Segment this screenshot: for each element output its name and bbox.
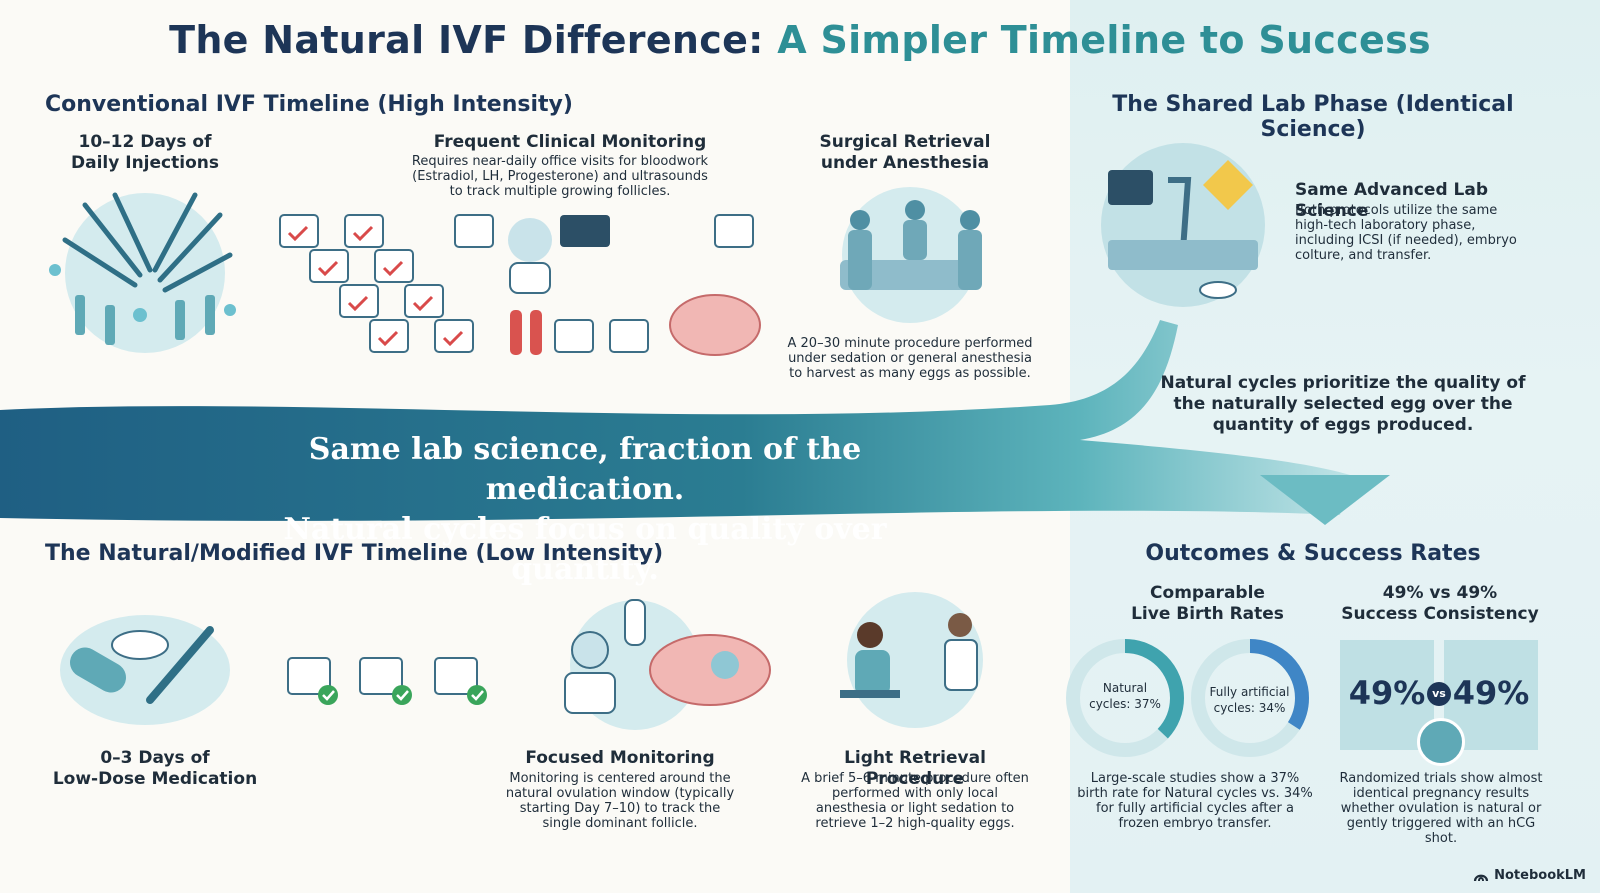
birth-rate-donuts	[1066, 639, 1309, 757]
artificial-donut-arc	[1191, 639, 1309, 757]
surgical-retrieval-body: A 20–30 minute procedure performed under…	[787, 336, 1033, 381]
light-retrieval-body: A brief 5–6 minute procedure often perfo…	[801, 771, 1029, 831]
watermark: NotebookLM	[1473, 868, 1586, 883]
outcomes-heading: Outcomes & Success Rates	[1145, 541, 1481, 566]
live-birth-body: Large-scale studies show a 37% birth rat…	[1077, 771, 1313, 831]
banner-line1: Same lab science, fraction of the medica…	[308, 432, 862, 507]
surgery-illustration	[840, 187, 982, 323]
watermark-text: NotebookLM	[1494, 868, 1586, 883]
consistency-body: Randomized trials show almost identical …	[1339, 771, 1543, 846]
shared-lab-body: Both protocols utilize the same high-tec…	[1295, 203, 1517, 263]
frequent-monitoring-title: Frequent Clinical Monitoring	[433, 132, 707, 152]
lab-illustration	[1101, 143, 1265, 307]
low-dose-medication-title: 0–3 Days of Low-Dose Medication	[52, 748, 258, 789]
focused-monitoring-illustration	[564, 599, 771, 730]
calendar-monitoring-illustration	[279, 214, 761, 356]
banner-wave	[0, 320, 1390, 525]
natural-donut-label: Natural cycles: 37%	[1089, 681, 1161, 711]
notebooklm-logo-icon	[1474, 874, 1489, 881]
consistency-right-value: 49%	[1452, 674, 1530, 712]
consistency-left-value: 49%	[1348, 674, 1426, 712]
light-retrieval-illustration	[840, 592, 983, 728]
conventional-heading: Conventional IVF Timeline (High Intensit…	[45, 92, 573, 117]
page-title: The Natural IVF Difference: A Simpler Ti…	[0, 18, 1600, 62]
frequent-monitoring-body: Requires near-daily office visits for bl…	[411, 154, 709, 199]
banner-message: Same lab science, fraction of the medica…	[225, 430, 945, 590]
embryo-icon	[1417, 718, 1465, 766]
pill-syringe-illustration	[60, 615, 230, 725]
banner-line2: Natural cycles focus on quality over qua…	[283, 512, 887, 587]
syringes-illustration	[49, 192, 236, 353]
title-part1: The Natural IVF Difference:	[169, 18, 764, 62]
focused-monitoring-title: Focused Monitoring	[525, 748, 715, 768]
natural-heading: The Natural/Modified IVF Timeline (Low I…	[45, 541, 664, 566]
title-part2: A Simpler Timeline to Success	[777, 18, 1431, 62]
live-birth-title: Comparable Live Birth Rates	[1131, 583, 1284, 624]
shared-heading: The Shared Lab Phase (Identical Science)	[1112, 92, 1514, 142]
focused-monitoring-body: Monitoring is centered around the natura…	[505, 771, 735, 831]
natural-donut-arc	[1066, 639, 1184, 757]
shared-lab-title: Same Advanced Lab Science	[1295, 180, 1489, 221]
consistency-comparison: 49% 49% vs	[1340, 640, 1538, 766]
shared-quality-note: Natural cycles prioritize the quality of…	[1160, 373, 1526, 435]
consistency-title: 49% vs 49% Success Consistency	[1341, 583, 1539, 624]
injections-title: 10–12 Days of Daily Injections	[71, 132, 219, 173]
surgical-retrieval-title: Surgical Retrieval under Anesthesia	[819, 132, 991, 173]
vs-badge: vs	[1427, 682, 1451, 706]
artificial-donut-label: Fully artificial cycles: 34%	[1209, 685, 1290, 715]
calendar-checks-illustration	[287, 657, 487, 705]
light-retrieval-title: Light Retrieval Procedure	[844, 748, 986, 789]
